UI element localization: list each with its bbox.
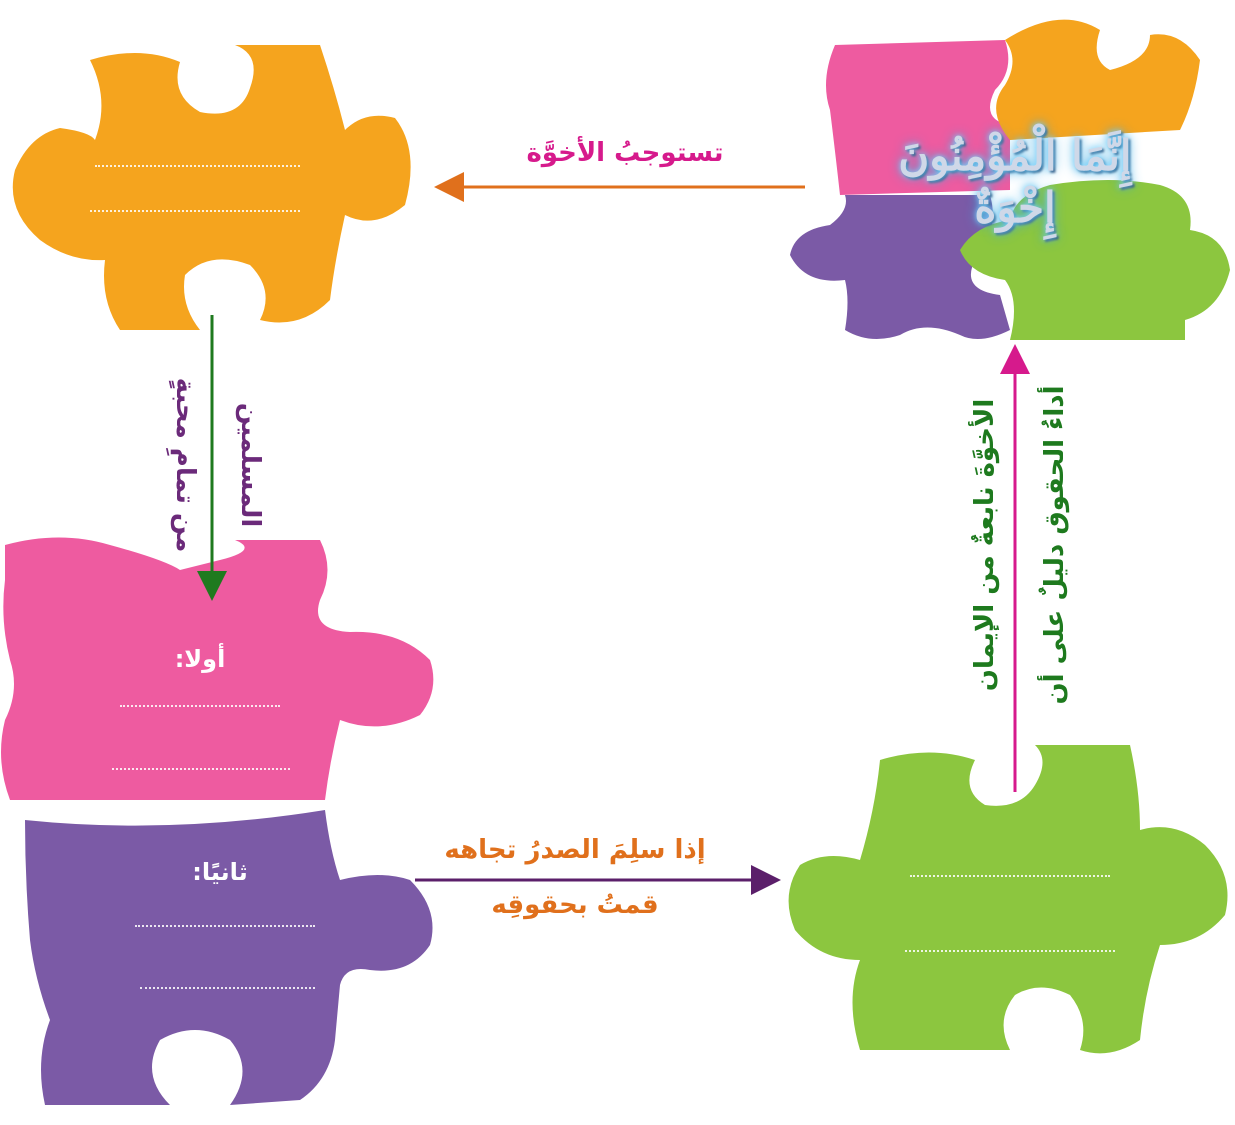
pink-answer-line-2 <box>112 768 290 770</box>
pink-piece-label: أولا: <box>174 645 226 673</box>
purple-puzzle-piece <box>25 810 433 1105</box>
green-answer-line-1 <box>910 875 1110 877</box>
green-puzzle-piece-small <box>960 180 1230 340</box>
purple-answer-line-1 <box>135 925 315 927</box>
orange-puzzle-piece <box>12 45 411 330</box>
purple-puzzle-piece-small <box>790 195 1010 339</box>
purple-answer-line-2 <box>140 987 315 989</box>
right-arrow-label-line2: الأخوَّةَ نابعةٌ من الإيمان <box>970 398 1000 692</box>
right-arrow-label-line1: أداءُ الحقوق دليلٌ على أن <box>1040 385 1070 705</box>
green-puzzle-piece <box>788 745 1228 1054</box>
pink-puzzle-piece <box>1 537 434 800</box>
orange-answer-line-1 <box>95 165 300 167</box>
green-answer-line-2 <box>905 950 1115 952</box>
verse-title-line2: إِخْوَةٌ <box>974 183 1056 232</box>
orange-answer-line-2 <box>90 210 300 212</box>
purple-piece-label: ثانيًا: <box>192 858 248 886</box>
pink-puzzle-piece-small <box>826 40 1010 195</box>
left-arrow-label-line1: من تمامِ محبةٍ <box>170 377 200 553</box>
bottom-arrow-label-line2: قمتُ بحقوقِه <box>491 890 659 920</box>
top-arrow-label: تستوجبُ الأخوَّة <box>526 138 724 168</box>
verse-title-line1: إِنَّمَا الْمُؤْمِنُونَ <box>898 131 1132 180</box>
left-arrow-label-line2: المسلمين <box>235 402 265 528</box>
verse-title: إِنَّمَا الْمُؤْمِنُونَ إِخْوَةٌ <box>820 130 1210 234</box>
pink-answer-line-1 <box>120 705 280 707</box>
bottom-arrow-label-line1: إذا سلِمَ الصدرُ تجاهه <box>444 835 706 865</box>
orange-puzzle-piece-small <box>996 19 1200 140</box>
